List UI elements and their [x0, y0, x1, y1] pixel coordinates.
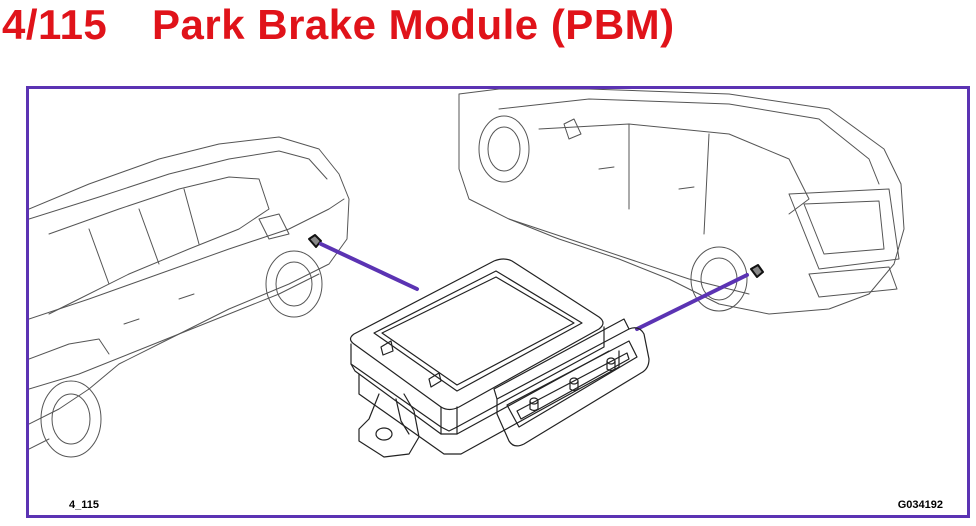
page-title: 4/115 Park Brake Module (PBM)	[2, 1, 675, 49]
illustration	[29, 89, 905, 458]
sedan-module-location	[308, 234, 322, 248]
leader-line-sedan	[319, 242, 419, 291]
section-number: 4/115	[2, 1, 108, 48]
estate-car	[458, 89, 905, 315]
sedan-car	[29, 136, 350, 458]
section-title: Park Brake Module (PBM)	[152, 1, 675, 48]
figure-reference-left: 4_115	[69, 499, 99, 511]
illustration-frame: 4_115 G034192	[26, 86, 970, 518]
leader-line-estate	[635, 273, 749, 331]
park-brake-module	[349, 258, 650, 458]
estate-module-location	[750, 264, 764, 278]
figure-reference-right: G034192	[897, 499, 943, 511]
